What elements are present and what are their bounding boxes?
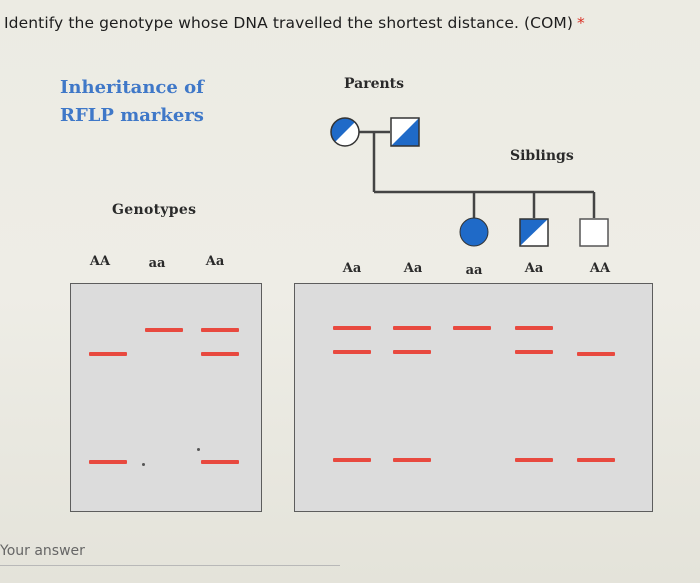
question-title: Identify the genotype whose DNA travelle…: [4, 14, 585, 32]
gel-band: [201, 328, 239, 332]
gel-band: [145, 328, 183, 332]
gel-speck: [142, 463, 145, 466]
answer-input[interactable]: Your answer: [0, 543, 85, 559]
lane-label-right-3: aa: [465, 263, 483, 278]
father-carrier-square: [390, 117, 420, 147]
gel-band: [577, 352, 615, 356]
lane-label-left-3: Aa: [205, 254, 225, 269]
sibling-unaffected-male-square: [579, 218, 609, 247]
question-text: Identify the genotype whose DNA travelle…: [4, 14, 574, 32]
figure-title: Inheritance of RFLP markers: [60, 74, 204, 130]
gel-band: [393, 458, 431, 462]
gel-band: [393, 326, 431, 330]
gel-band: [515, 350, 553, 354]
lane-label-left-2: aa: [148, 256, 166, 271]
gel-band: [89, 352, 127, 356]
lane-label-right-1: Aa: [342, 261, 362, 276]
gel-band: [393, 350, 431, 354]
sibling-affected-female-circle: [459, 217, 489, 247]
sibling-carrier-male-square: [519, 218, 549, 247]
answer-underline: [0, 565, 340, 566]
gel-band: [201, 460, 239, 464]
genotypes-label: Genotypes: [112, 202, 197, 218]
gel-parents-genotypes: [70, 283, 262, 512]
lane-label-right-4: Aa: [524, 261, 544, 276]
parents-label: Parents: [344, 76, 405, 92]
mother-carrier-circle: [330, 117, 360, 147]
lane-label-right-5: AA: [589, 261, 611, 276]
gel-band: [333, 326, 371, 330]
siblings-label: Siblings: [510, 148, 574, 164]
gel-band: [453, 326, 491, 330]
gel-band: [515, 458, 553, 462]
lane-label-left-1: AA: [89, 254, 111, 269]
gel-speck: [197, 448, 200, 451]
required-asterisk: *: [577, 14, 585, 32]
answer-placeholder: Your answer: [0, 543, 85, 559]
figure-title-line2: RFLP markers: [60, 105, 204, 126]
gel-band: [89, 460, 127, 464]
lane-label-right-2: Aa: [403, 261, 423, 276]
gel-band: [333, 350, 371, 354]
gel-band: [201, 352, 239, 356]
figure-title-line1: Inheritance of: [60, 77, 204, 98]
gel-band: [577, 458, 615, 462]
gel-band: [333, 458, 371, 462]
gel-band: [515, 326, 553, 330]
gel-family-samples: [294, 283, 653, 512]
